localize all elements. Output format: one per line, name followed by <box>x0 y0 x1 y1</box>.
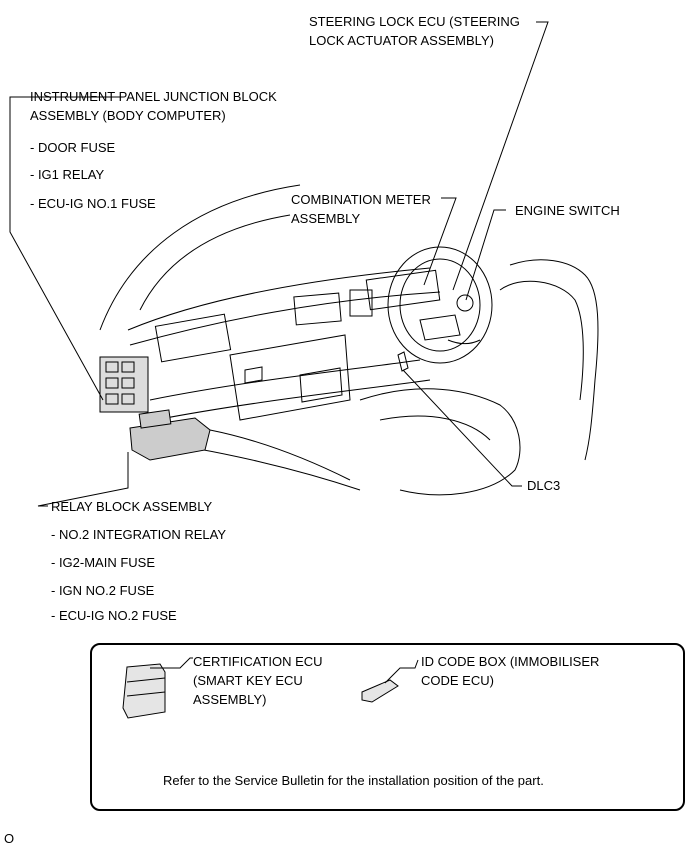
junction-block-label: INSTRUMENT PANEL JUNCTION BLOCK ASSEMBLY… <box>30 87 277 125</box>
engine-switch-label: ENGINE SWITCH <box>515 203 620 218</box>
steering-lock-line-2: LOCK ACTUATOR ASSEMBLY) <box>309 33 494 48</box>
certification-ecu-line-1: CERTIFICATION ECU <box>193 654 323 669</box>
combination-meter-line-2: ASSEMBLY <box>291 211 361 226</box>
id-code-box-line-1: ID CODE BOX (IMMOBILISER <box>421 654 600 669</box>
relay-block-label: RELAY BLOCK ASSEMBLY <box>51 499 213 514</box>
combination-meter-label: COMBINATION METER ASSEMBLY <box>291 190 431 228</box>
id-code-box-label: ID CODE BOX (IMMOBILISER CODE ECU) <box>421 652 599 690</box>
junction-block-line-1: INSTRUMENT PANEL JUNCTION BLOCK <box>30 89 277 104</box>
junction-item-ig1-relay: - IG1 RELAY <box>30 167 105 182</box>
certification-ecu-label: CERTIFICATION ECU (SMART KEY ECU ASSEMBL… <box>193 652 323 709</box>
figure-id: O <box>4 831 15 846</box>
combination-meter-line-1: COMBINATION METER <box>291 192 431 207</box>
certification-ecu-line-2: (SMART KEY ECU <box>193 673 303 688</box>
id-code-box-line-2: CODE ECU) <box>421 673 494 688</box>
relay-item-ig2-main-fuse: - IG2-MAIN FUSE <box>51 555 156 570</box>
junction-block-line-2: ASSEMBLY (BODY COMPUTER) <box>30 108 226 123</box>
junction-item-ecu-ig-no1-fuse: - ECU-IG NO.1 FUSE <box>30 196 156 211</box>
relay-item-ecu-ig-no2-fuse: - ECU-IG NO.2 FUSE <box>51 608 177 623</box>
relay-item-integration-relay: - NO.2 INTEGRATION RELAY <box>51 527 227 542</box>
service-bulletin-note: Refer to the Service Bulletin for the in… <box>163 773 544 788</box>
inset-box <box>90 643 685 811</box>
relay-item-ign-no2-fuse: - IGN NO.2 FUSE <box>51 583 155 598</box>
certification-ecu-line-3: ASSEMBLY) <box>193 692 267 707</box>
steering-lock-ecu-label: STEERING LOCK ECU (STEERING LOCK ACTUATO… <box>309 12 520 50</box>
steering-lock-line-1: STEERING LOCK ECU (STEERING <box>309 14 520 29</box>
dlc3-label: DLC3 <box>527 478 561 493</box>
junction-item-door-fuse: - DOOR FUSE <box>30 140 116 155</box>
